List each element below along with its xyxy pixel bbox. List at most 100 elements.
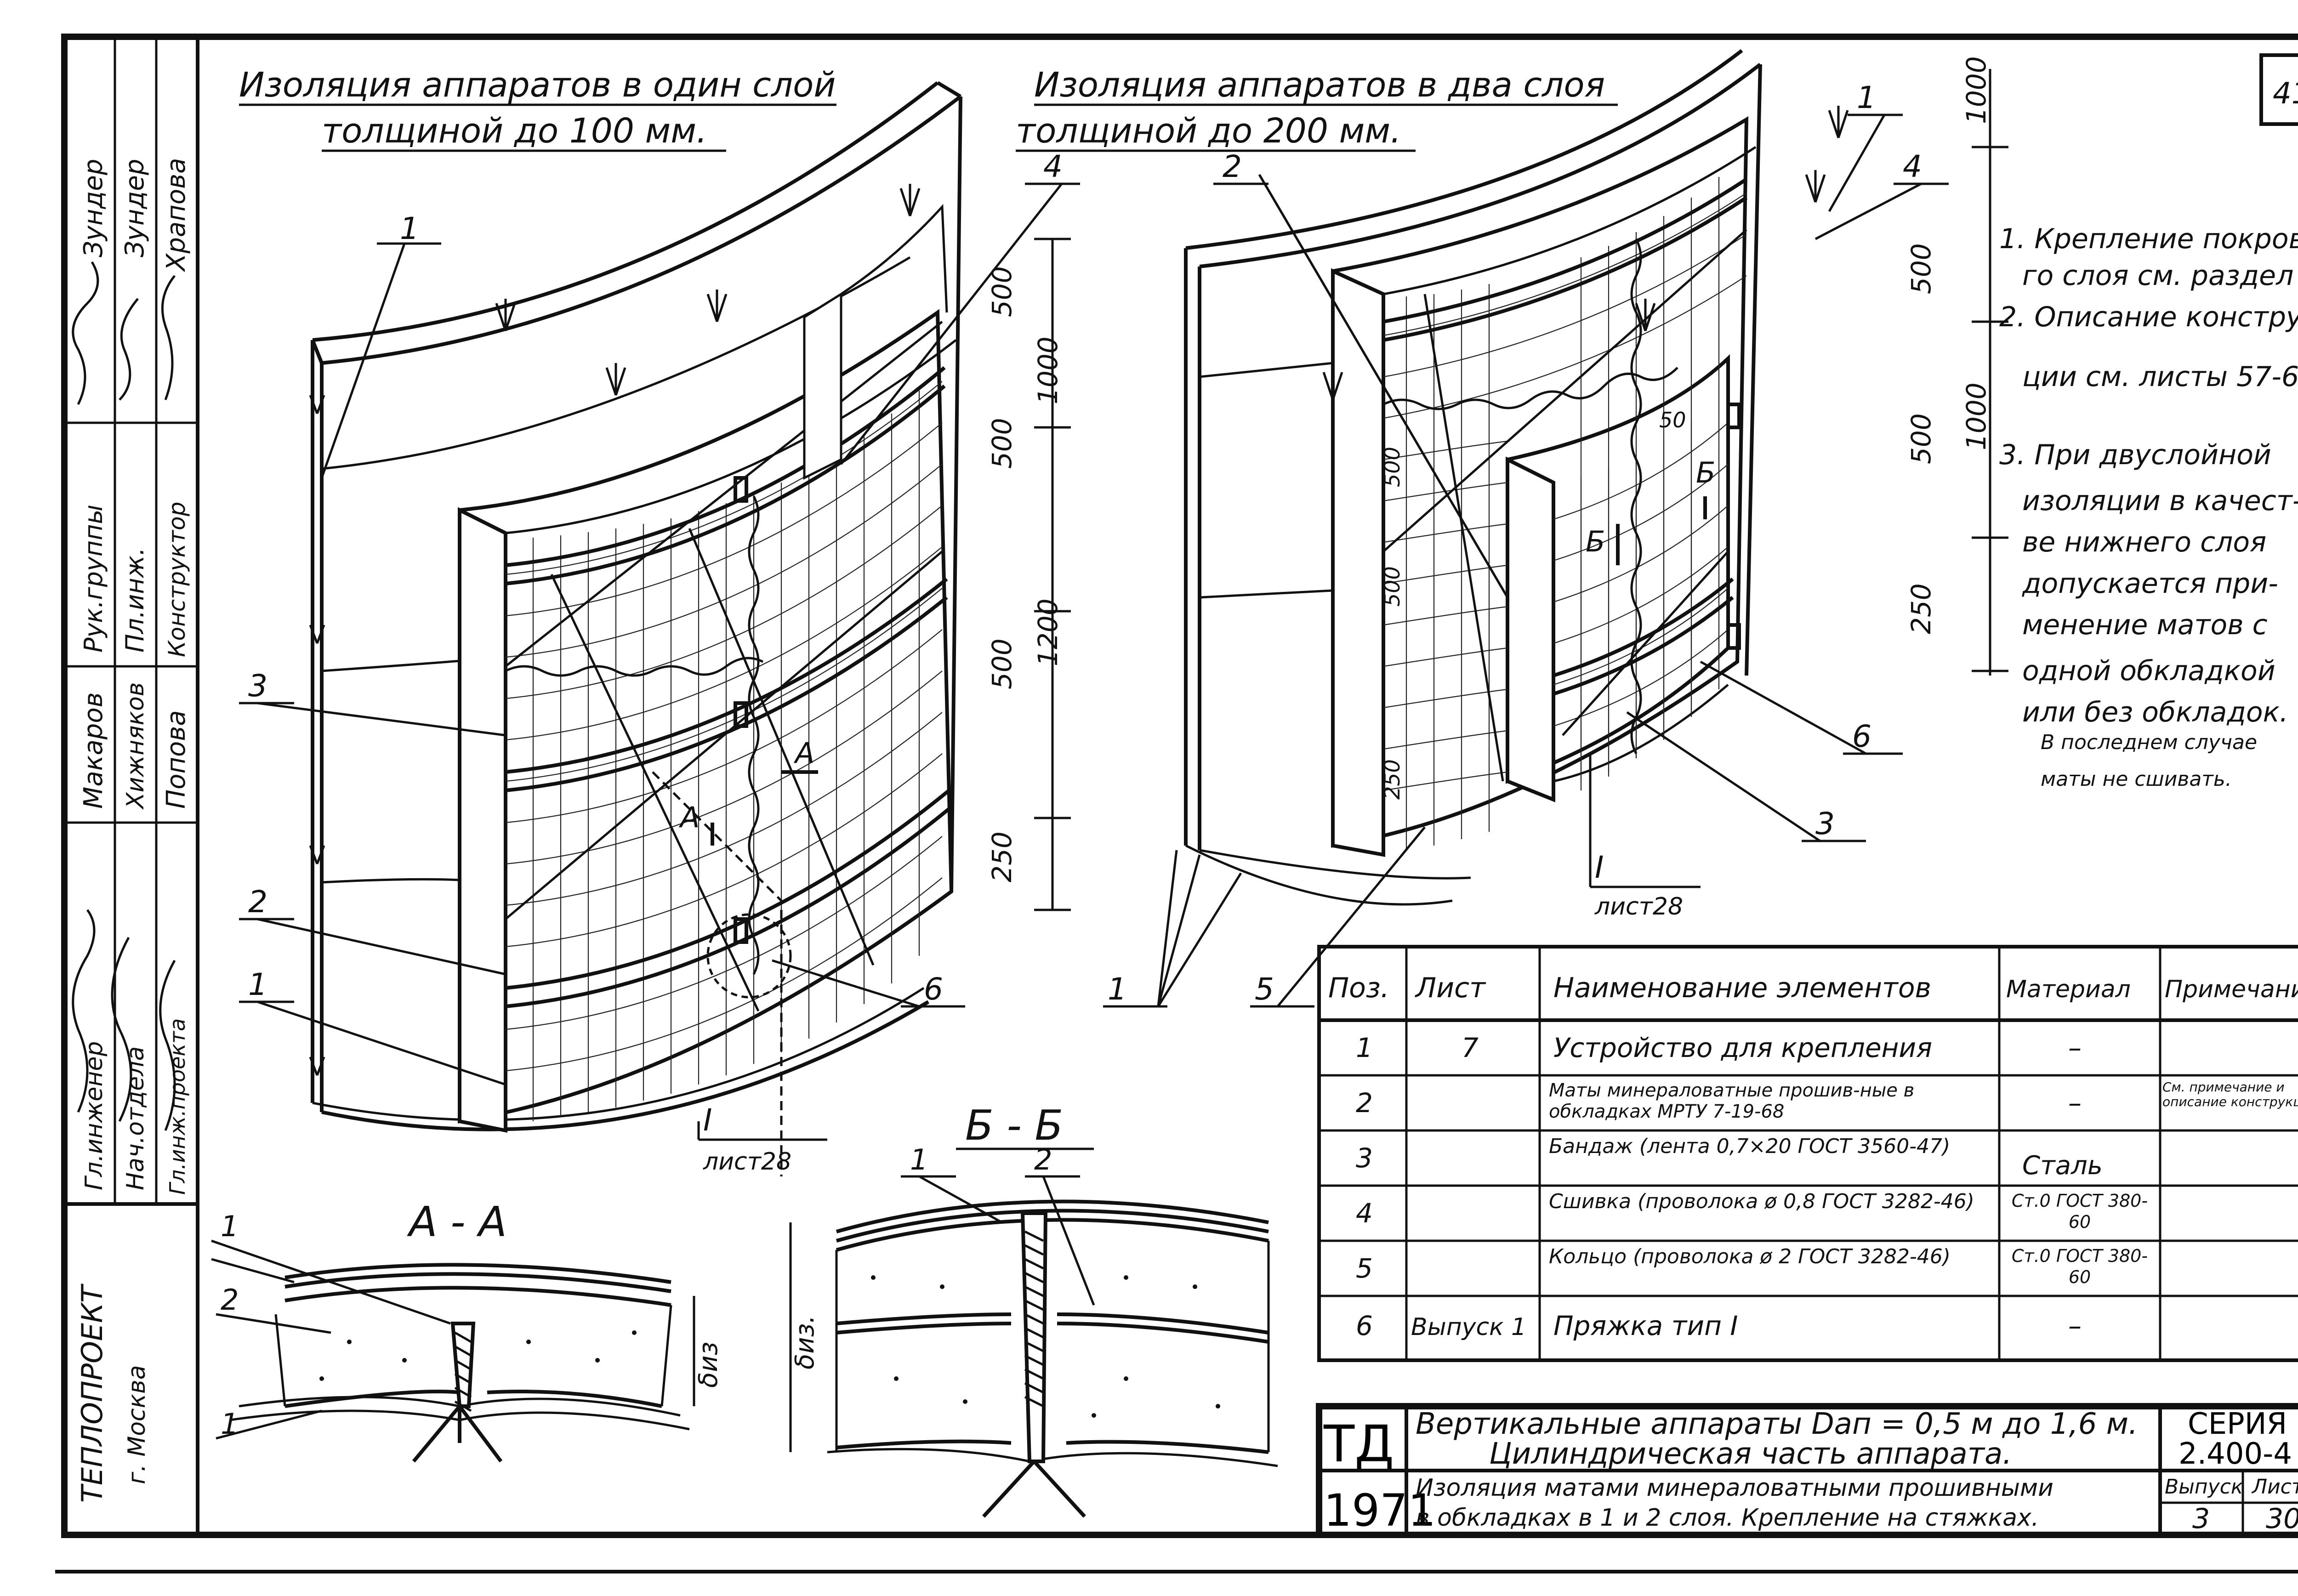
bb-delta-iz: δиз. <box>790 1315 820 1369</box>
sheet-value: 30 <box>2266 1503 2298 1535</box>
callout-3: 3 <box>248 668 267 704</box>
r1-material: – <box>2068 1032 2082 1063</box>
buckle-icon <box>734 476 748 503</box>
title-block: ТД 1971 Вертикальные аппараты Dап = 0,5 … <box>1316 1403 2298 1538</box>
issue-label: Выпуск <box>2165 1475 2243 1499</box>
r2-name: Маты минераловатные прошив-ные в обкладк… <box>1549 1080 1915 1122</box>
th-pos: Поз. <box>1328 972 1389 1004</box>
aa-callout-1b: 1 <box>221 1407 239 1441</box>
r3-material: Сталь <box>2022 1151 2103 1181</box>
title-line-2: Цилиндрическая часть аппарата. <box>1489 1437 2012 1471</box>
r3-name: Бандаж (лента 0,7×20 ГОСТ 3560-47) <box>1549 1135 1951 1158</box>
name-zunder-2: Зундер <box>120 159 150 257</box>
dim-250-a: 250 <box>986 831 1018 882</box>
title-one-layer-1: Изоляция аппаратов в один слой <box>239 65 836 105</box>
signature-2 <box>119 298 139 401</box>
role-designer: Конструктор <box>164 502 190 657</box>
mesh-grid-right <box>1383 177 1747 850</box>
name-khizhnyakov: Хижняков <box>122 682 149 810</box>
section-aa: А - А δиз 1 2 1 <box>211 1198 723 1463</box>
r1-pos: 1 <box>1356 1032 1373 1063</box>
callout-1-bottom: 1 <box>248 967 267 1002</box>
dim-r-500-b: 500 <box>1906 413 1937 464</box>
dim-r-250: 250 <box>1906 583 1937 634</box>
r5-pos: 5 <box>1356 1253 1373 1284</box>
signature-4 <box>72 909 96 1113</box>
node-ref-left-text: лист28 <box>703 1148 791 1176</box>
dimensions-right: 1000 500 500 1000 250 <box>1906 56 2008 676</box>
spec-table: Поз. Лист Наименование элементов Материа… <box>1317 945 2298 1362</box>
drawing-two-layer: Б Б 500 500 250 50 <box>1184 49 1849 906</box>
side-stamp: ТЕПЛОПРОЕКТ г. Москва Гл.инженер Нач.отд… <box>72 158 191 1503</box>
dimensions-left: 500 500 1000 500 1200 250 <box>986 238 1071 911</box>
node-mark-left: I <box>703 1102 712 1138</box>
note-line-2: го слоя см. раздел IV. <box>2022 260 2298 292</box>
callout-r-4: 4 <box>1903 149 1922 184</box>
callout-r-2: 2 <box>1223 149 1242 184</box>
name-khrapova: Храпова <box>161 158 191 273</box>
buckle-icon <box>734 701 748 728</box>
bb-callout-2: 2 <box>1034 1143 1052 1176</box>
note-line-9: менение матов с <box>2022 609 2268 641</box>
dim-r-1000-a: 1000 <box>1961 56 1992 124</box>
dim-1000-a: 1000 <box>1032 336 1064 404</box>
buckle-icon <box>1726 403 1741 429</box>
sheet-number-box: 41 <box>2259 53 2298 126</box>
title-two-layer-1: Изоляция аппаратов в два слоя <box>1034 65 1605 105</box>
drawing-one-layer: A A <box>309 81 962 1176</box>
r2-pos: 2 <box>1356 1087 1373 1119</box>
dim-inner-500-a: 500 <box>1380 447 1405 487</box>
sheet-label: Лист <box>2251 1475 2298 1499</box>
sheet-frame <box>55 34 2298 1573</box>
th-material: Материал <box>2006 976 2131 1003</box>
note-line-4: ции см. листы 57-64 <box>2022 361 2298 393</box>
callout-r-5: 5 <box>1255 971 1274 1007</box>
r1-name: Устройство для крепления <box>1553 1032 1932 1063</box>
aa-callout-1: 1 <box>221 1210 239 1243</box>
fibre-tufts <box>495 184 921 396</box>
org-name: ТЕПЛОПРОЕКТ <box>75 1284 109 1503</box>
note-line-13: маты не сшивать. <box>2041 767 2232 791</box>
section-a-mark-2: A <box>793 736 814 770</box>
aa-callout-2: 2 <box>221 1283 239 1317</box>
dim-inner-50: 50 <box>1659 408 1686 432</box>
bb-callout-1: 1 <box>910 1143 928 1176</box>
callout-r-1-bottom: 1 <box>1108 971 1127 1007</box>
r3-pos: 3 <box>1356 1142 1373 1174</box>
signature-5 <box>111 937 132 1122</box>
note-line-11: или без обкладок. <box>2022 696 2288 728</box>
r5-name: Кольцо (проволока ø 2 ГОСТ 3282-46) <box>1549 1245 1951 1268</box>
section-b-mark-1: Б <box>1696 456 1716 489</box>
notes: 1. Крепление покровно- го слоя см. разде… <box>1999 223 2298 791</box>
callouts-left: 1 3 2 1 4 6 <box>239 149 1080 1086</box>
buckle-icon <box>1726 623 1741 650</box>
org-city: г. Москва <box>123 1365 151 1484</box>
note-line-3: 2. Описание конструк- <box>1999 301 2298 333</box>
role-group-head: Рук.группы <box>79 505 108 653</box>
r6-material: – <box>2068 1310 2082 1341</box>
r4-pos: 4 <box>1356 1198 1373 1229</box>
r4-material: Ст.0 ГОСТ 380-60 <box>2011 1191 2148 1232</box>
sheet-number: 41 <box>2273 77 2298 111</box>
buckle-icon <box>734 917 748 944</box>
th-name: Наименование элементов <box>1553 972 1931 1004</box>
title-one-layer-2: толщиной до 100 мм. <box>322 111 707 151</box>
dim-r-1000-b: 1000 <box>1961 382 1992 450</box>
mesh-grid-left <box>532 391 920 1121</box>
titles: Изоляция аппаратов в один слой толщиной … <box>239 65 1618 152</box>
role-engineer: Пл.инж. <box>120 548 149 653</box>
callout-1-top: 1 <box>400 211 419 246</box>
role-chief-engineer: Гл.инженер <box>80 1041 108 1190</box>
callout-r-6: 6 <box>1852 719 1871 754</box>
title-line-3: Изоляция матами минераловатными прошивны… <box>1416 1474 2053 1502</box>
section-a-mark-1: A <box>678 801 700 834</box>
dim-r-500-a: 500 <box>1906 243 1937 294</box>
note-line-8: допускается при- <box>2022 568 2278 600</box>
node-ref-left: I лист28 <box>697 1102 827 1176</box>
role-dept-head: Нач.отдела <box>122 1046 149 1190</box>
series-value: 2.400-4 <box>2179 1437 2292 1471</box>
r2-note: См. примечание и описание конструкции <box>2162 1080 2298 1109</box>
dim-inner-500-b: 500 <box>1380 566 1405 607</box>
note-line-1: 1. Крепление покровно- <box>1999 223 2298 255</box>
callouts-right: 2 1 4 6 3 5 1 <box>1103 80 1949 1008</box>
